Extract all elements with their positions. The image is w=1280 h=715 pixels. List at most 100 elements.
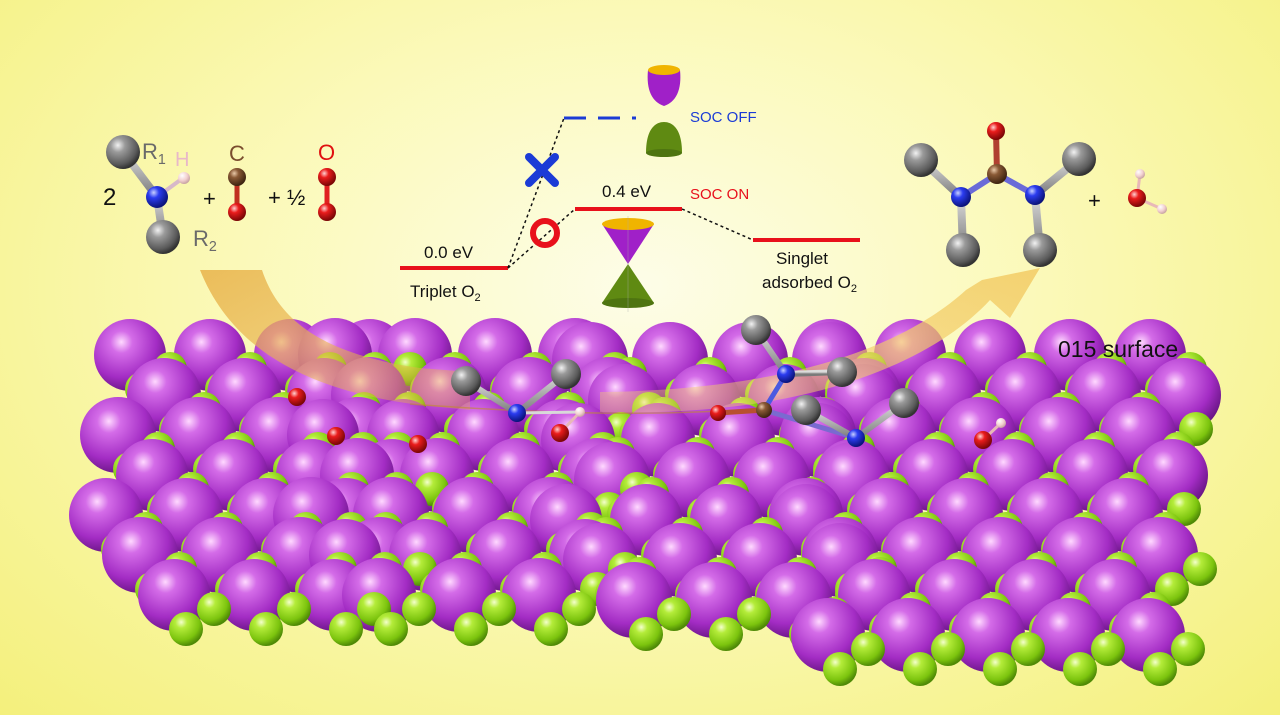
urea-nitrogen [847, 429, 865, 447]
soc-on-dirac-cone-icon [602, 216, 654, 312]
water-oxygen [1128, 189, 1146, 207]
urea-product-carbon [987, 164, 1007, 184]
surface-anion-atom [629, 617, 663, 651]
surface-anion-atom [1143, 652, 1177, 686]
oxygen-label: O [318, 140, 336, 165]
surface-anion-atom [1183, 552, 1217, 586]
urea-product-carbon-r [904, 143, 938, 177]
surface-anion-atom [374, 612, 408, 646]
surface-anion-atom [657, 597, 691, 631]
amine-carbon-r1 [106, 135, 140, 169]
adsorbed-oxygen-atom [409, 435, 427, 453]
adsorbed-oxygen-atom [288, 388, 306, 406]
triplet-energy-label: 0.0 eV [424, 243, 474, 262]
surface-anion-atom [1063, 652, 1097, 686]
urea-product-carbon-r [1023, 233, 1057, 267]
urea-nitrogen [777, 365, 795, 383]
hydrogen-label: H [175, 149, 190, 171]
surface-anion-atom [1171, 632, 1205, 666]
energy-diagram [400, 65, 860, 312]
connector-dashed [507, 117, 565, 269]
co-oxygen-atom [228, 203, 246, 221]
surface-anion-atom [851, 632, 885, 666]
adsorbed-amine-carbon [451, 366, 481, 396]
adsorbed-hydroxyl-oxygen [551, 424, 569, 442]
reactant-amine-molecule [106, 135, 190, 254]
surface-metal-atom [138, 559, 210, 631]
adsorbed-oxygen-atom [327, 427, 345, 445]
carbon-label: C [229, 141, 245, 166]
o2-oxygen-atom [318, 203, 336, 221]
surface-anion-atom [1091, 632, 1125, 666]
r2-label: R2 [193, 226, 217, 255]
urea-carbonyl-oxygen [710, 405, 726, 421]
urea-carbon-r [791, 395, 821, 425]
amine-nitrogen [146, 186, 168, 208]
surface-anion-atom [169, 612, 203, 646]
adsorbed-amine-nitrogen [508, 404, 526, 422]
barrier-energy-label: 0.4 eV [602, 182, 652, 201]
surface-anion-atom [197, 592, 231, 626]
surface-anion-atom [402, 592, 436, 626]
surface-anion-atom [709, 617, 743, 651]
connector-dashed [507, 208, 576, 269]
half-coefficient: + ½ [268, 185, 306, 210]
urea-product-oxygen [987, 122, 1005, 140]
r1-label: R1 [142, 139, 166, 168]
forbidden-cross-icon [525, 153, 559, 187]
amine-carbon-r2 [146, 220, 180, 254]
soc-on-label: SOC ON [690, 186, 750, 203]
allowed-circle-icon [530, 218, 560, 248]
plus-sign: + [1088, 188, 1101, 213]
water-hydrogen [1135, 169, 1145, 179]
singlet-label-line2: adsorbed O2 [762, 273, 857, 295]
amine-coefficient: 2 [103, 184, 117, 211]
surface-anion-atom [329, 612, 363, 646]
urea-carbon-r [827, 357, 857, 387]
triplet-o2-label: Triplet O2 [410, 282, 481, 304]
urea-carbon-r [889, 388, 919, 418]
urea-product-carbon-r [1062, 142, 1096, 176]
surface-metal-atom [218, 559, 290, 631]
surface-anion-atom [534, 612, 568, 646]
o2-oxygen-atom [318, 168, 336, 186]
urea-carbonyl-carbon [756, 402, 772, 418]
surface-anion-atom [249, 612, 283, 646]
surface-anion-atom [1011, 632, 1045, 666]
surface-anion-atom [482, 592, 516, 626]
surface-anion-atom [562, 592, 596, 626]
adsorbed-hydroxyl-oxygen [974, 431, 992, 449]
adsorbed-hydroxyl-hydrogen [996, 418, 1006, 428]
reaction-arrow-right [600, 268, 1040, 413]
surface-anion-atom [983, 652, 1017, 686]
surface-anion-atom [737, 597, 771, 631]
soc-off-band-icon [646, 65, 682, 157]
connector-dashed [681, 208, 754, 241]
adsorbed-amine-carbon [551, 359, 581, 389]
adsorbed-hydroxyl-hydrogen [575, 407, 585, 417]
water-hydrogen [1157, 204, 1167, 214]
plus-sign: + [203, 186, 216, 211]
surface-anion-atom [823, 652, 857, 686]
soc-off-label: SOC OFF [690, 109, 757, 126]
crystal-surface [69, 318, 1221, 686]
amine-hydrogen [178, 172, 190, 184]
reactant-co-molecule [228, 168, 246, 221]
surface-anion-atom [903, 652, 937, 686]
surface-anion-atom [931, 632, 965, 666]
surface-anion-atom [454, 612, 488, 646]
product-water-molecule [1128, 169, 1167, 214]
urea-product-nitrogen [951, 187, 971, 207]
singlet-label-line1: Singlet [776, 249, 828, 268]
urea-product-carbon-r [946, 233, 980, 267]
reaction-arrow-left [200, 270, 470, 410]
surface-label: 015 surface [1058, 336, 1179, 362]
co-carbon-atom [228, 168, 246, 186]
surface-adsorbates [288, 315, 1006, 453]
product-urea-molecule [904, 122, 1096, 267]
reactant-o2-molecule [318, 168, 336, 221]
surface-anion-atom [277, 592, 311, 626]
urea-product-nitrogen [1025, 185, 1045, 205]
